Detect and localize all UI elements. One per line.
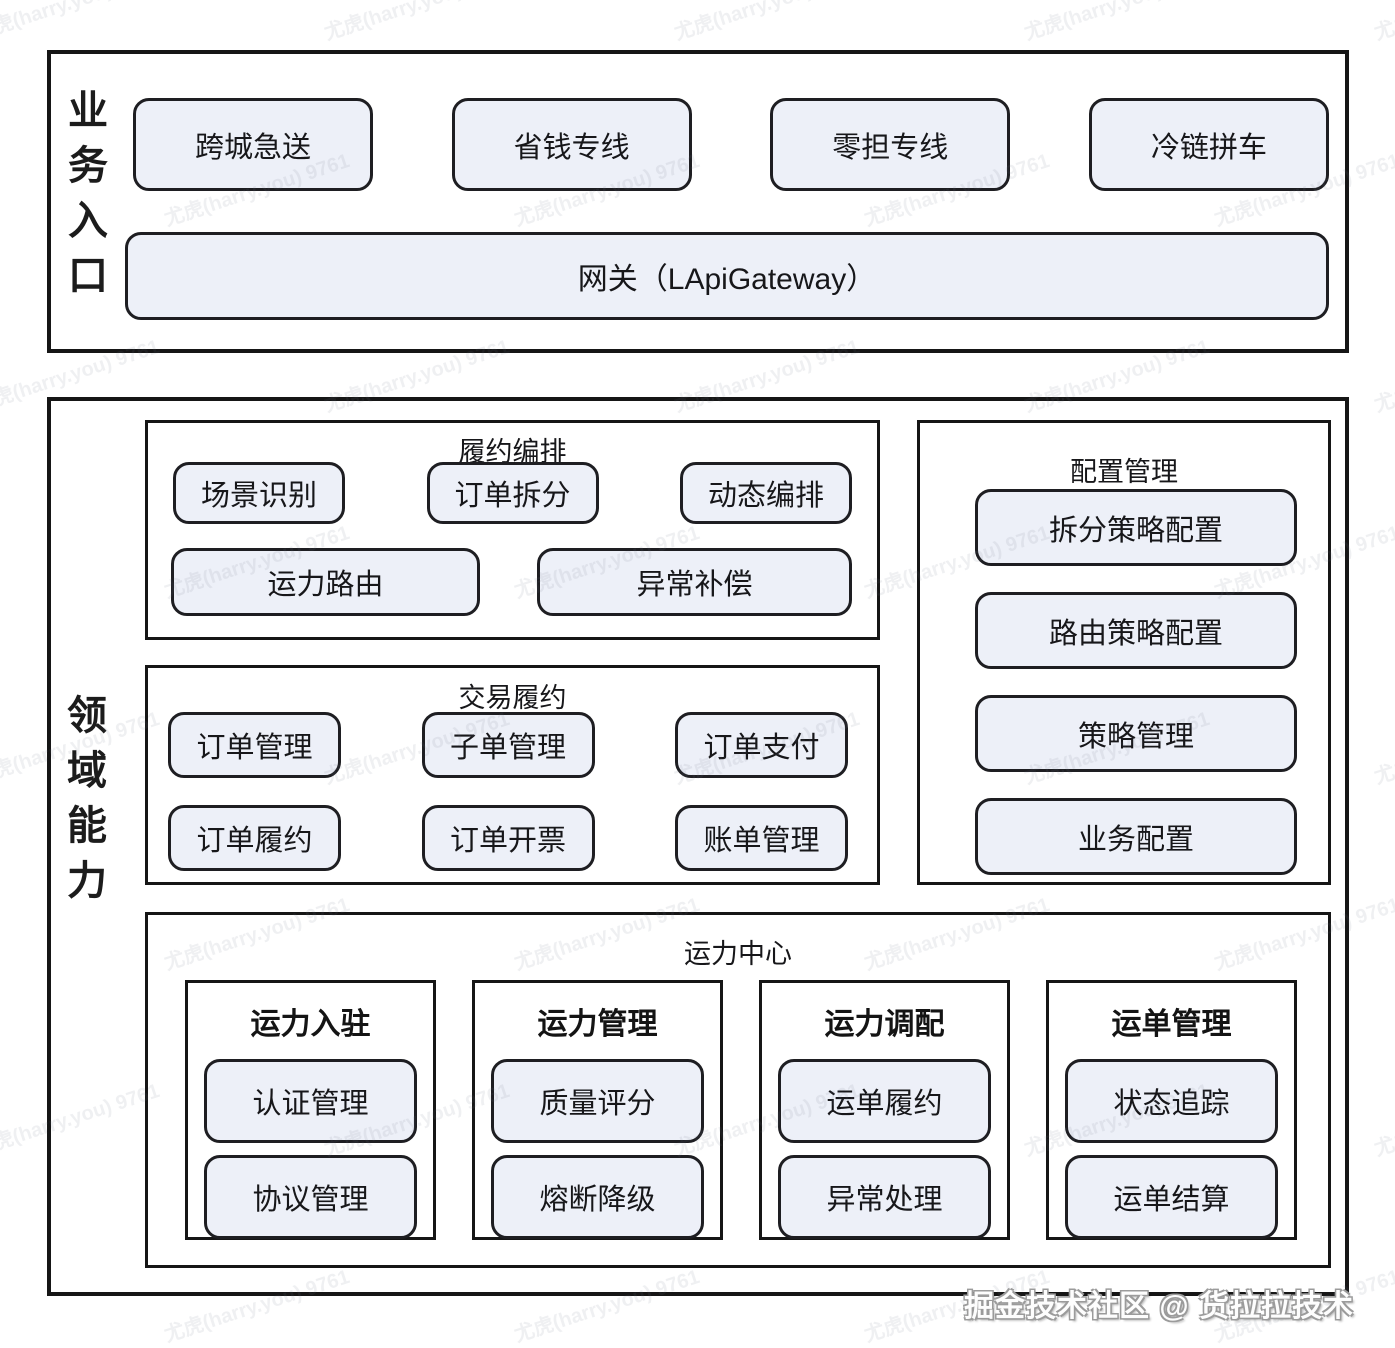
pill-status-tracking: 状态追踪 — [1065, 1059, 1278, 1143]
watermark-text: 尤虎(harry.you) 9761 — [671, 0, 863, 45]
group-pills: 运单履约 异常处理 — [762, 1059, 1007, 1239]
pill-circuit-break-downgrade: 熔断降级 — [491, 1155, 704, 1239]
group-capacity-onboarding: 运力入驻 认证管理 协议管理 — [185, 980, 436, 1240]
pill-scene-recognition: 场景识别 — [173, 462, 345, 524]
gateway-pill: 网关（LApiGateway） — [125, 232, 1329, 320]
pill-agreement-management: 协议管理 — [204, 1155, 417, 1239]
domain-capability-box: 领域能力 履约编排 场景识别 订单拆分 动态编排 运力路由 异常补偿 配置管理 … — [47, 397, 1349, 1296]
pill-suborder-management: 子单管理 — [421, 712, 595, 778]
trade-row-2: 订单履约 订单开票 账单管理 — [168, 805, 848, 871]
orchestration-row-2: 运力路由 异常补偿 — [171, 548, 852, 616]
group-waybill-management: 运单管理 状态追踪 运单结算 — [1046, 980, 1297, 1240]
pill-certification-management: 认证管理 — [204, 1059, 417, 1143]
credit-watermark: 掘金技术社区 @ 货拉拉技术 — [964, 1290, 1354, 1323]
pill-split-strategy-config: 拆分策略配置 — [975, 489, 1297, 566]
pill-business-config: 业务配置 — [975, 798, 1297, 875]
pill-waybill-fulfillment: 运单履约 — [778, 1059, 991, 1143]
watermark-text: 尤虎(harry.you) 9761 — [0, 0, 162, 45]
group-title-capacity-onboarding: 运力入驻 — [250, 1008, 371, 1041]
domain-capability-label: 领域能力 — [67, 694, 107, 903]
watermark-text: 尤虎(harry.you) 9761 — [321, 0, 513, 45]
group-capacity-management: 运力管理 质量评分 熔断降级 — [472, 980, 723, 1240]
section-trade-fulfillment: 交易履约 订单管理 子单管理 订单支付 订单履约 订单开票 账单管理 — [145, 665, 880, 885]
section-title-config-management: 配置管理 — [1070, 457, 1178, 487]
pill-waybill-settlement: 运单结算 — [1065, 1155, 1278, 1239]
orchestration-row-1: 场景识别 订单拆分 动态编排 — [173, 462, 852, 524]
entry-pill-cold-chain: 冷链拼车 — [1088, 98, 1329, 191]
section-fulfillment-orchestration: 履约编排 场景识别 订单拆分 动态编排 运力路由 异常补偿 — [145, 420, 880, 640]
watermark-text: 尤虎(harry.you) 9761 — [1371, 708, 1395, 789]
pill-order-invoicing: 订单开票 — [421, 805, 595, 871]
business-entry-row: 跨城急送 省钱专线 零担专线 冷链拼车 — [133, 98, 1329, 191]
section-capacity-center: 运力中心 运力入驻 认证管理 协议管理 运力管理 质量评分 熔断降级 — [145, 912, 1331, 1268]
pill-order-payment: 订单支付 — [675, 712, 848, 778]
business-entry-label: 业务入口 — [68, 89, 108, 298]
section-title-trade-fulfillment: 交易履约 — [458, 683, 567, 713]
group-capacity-dispatch: 运力调配 运单履约 异常处理 — [759, 980, 1010, 1240]
pill-order-split: 订单拆分 — [426, 462, 599, 524]
pill-exception-compensation: 异常补偿 — [537, 548, 852, 616]
pill-dynamic-orchestration: 动态编排 — [680, 462, 852, 524]
watermark-text: 尤虎(harry.you) 9761 — [1371, 1080, 1395, 1161]
group-pills: 状态追踪 运单结算 — [1049, 1059, 1294, 1239]
entry-pill-save-money: 省钱专线 — [451, 98, 692, 191]
pill-bill-management: 账单管理 — [675, 805, 848, 871]
pill-capacity-routing: 运力路由 — [171, 548, 480, 616]
business-entry-box: 业务入口 跨城急送 省钱专线 零担专线 冷链拼车 网关（LApiGateway） — [47, 50, 1349, 353]
section-config-management: 配置管理 拆分策略配置 路由策略配置 策略管理 业务配置 — [917, 420, 1331, 885]
group-title-capacity-management: 运力管理 — [537, 1008, 658, 1041]
config-list: 拆分策略配置 路由策略配置 策略管理 业务配置 — [975, 489, 1297, 875]
pill-routing-strategy-config: 路由策略配置 — [975, 592, 1297, 669]
watermark-text: 尤虎(harry.you) 9761 — [1021, 0, 1213, 45]
pill-order-fulfillment: 订单履约 — [168, 805, 341, 871]
trade-row-1: 订单管理 子单管理 订单支付 — [168, 712, 848, 778]
group-title-capacity-dispatch: 运力调配 — [824, 1008, 945, 1041]
section-title-capacity-center: 运力中心 — [684, 939, 792, 969]
pill-quality-scoring: 质量评分 — [491, 1059, 704, 1143]
group-pills: 认证管理 协议管理 — [188, 1059, 433, 1239]
pill-order-management: 订单管理 — [168, 712, 341, 778]
pill-strategy-management: 策略管理 — [975, 695, 1297, 772]
entry-pill-ltl: 零担专线 — [770, 98, 1011, 191]
capacity-groups: 运力入驻 认证管理 协议管理 运力管理 质量评分 熔断降级 运力调配 — [185, 980, 1297, 1240]
group-title-waybill-management: 运单管理 — [1111, 1008, 1232, 1041]
pill-exception-handling: 异常处理 — [778, 1155, 991, 1239]
watermark-text: 尤虎(harry.you) 9761 — [1371, 336, 1395, 417]
entry-pill-cross-city: 跨城急送 — [133, 98, 373, 191]
group-pills: 质量评分 熔断降级 — [475, 1059, 720, 1239]
watermark-text: 尤虎(harry.you) 9761 — [1371, 0, 1395, 45]
